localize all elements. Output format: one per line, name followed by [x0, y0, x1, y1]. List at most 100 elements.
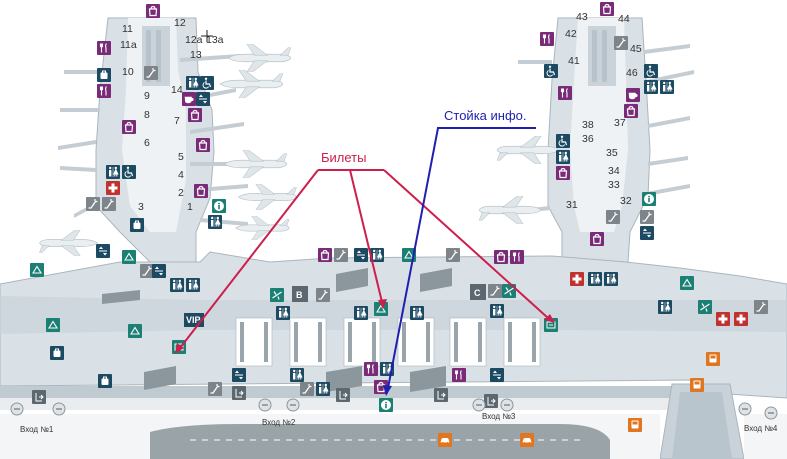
escalator-icon[interactable] [614, 36, 628, 50]
baggage-icon[interactable] [97, 68, 111, 82]
restaurant-icon[interactable] [97, 41, 111, 55]
wc-icon[interactable] [660, 80, 674, 94]
entrance-door-icon[interactable] [286, 398, 300, 412]
green-service-icon[interactable] [128, 324, 142, 338]
escalator-icon[interactable] [316, 288, 330, 302]
green-service-icon[interactable] [122, 250, 136, 264]
shop-icon[interactable] [590, 232, 604, 246]
green-service-icon[interactable] [680, 276, 694, 290]
wc-icon[interactable] [490, 304, 504, 318]
entrance-door-icon[interactable] [738, 402, 752, 416]
cafe-icon[interactable] [626, 88, 640, 102]
elevator-icon[interactable] [354, 248, 368, 262]
escalator-icon[interactable] [488, 284, 502, 298]
entrance-4-label[interactable]: Вход №4 [744, 424, 778, 433]
first-aid-icon[interactable] [734, 312, 748, 326]
bus-icon[interactable] [706, 352, 720, 366]
restaurant-icon[interactable] [452, 368, 466, 382]
disabled-icon[interactable] [556, 134, 570, 148]
entrance-door-icon[interactable] [764, 406, 778, 420]
wc-icon[interactable] [556, 150, 570, 164]
bus-icon[interactable] [690, 378, 704, 392]
taxi-icon[interactable] [520, 433, 534, 447]
exit-icon[interactable] [434, 388, 448, 402]
wc-icon[interactable] [354, 306, 368, 320]
restaurant-icon[interactable] [558, 86, 572, 100]
exit-icon[interactable] [336, 388, 350, 402]
first-aid-icon[interactable] [106, 181, 120, 195]
poi-concourse[interactable]: B C VIP [30, 248, 768, 447]
wc-icon[interactable] [604, 272, 618, 286]
bus-icon[interactable] [628, 418, 642, 432]
wc-icon[interactable] [186, 76, 200, 90]
elevator-icon[interactable] [152, 264, 166, 278]
disabled-icon[interactable] [200, 76, 214, 90]
taxi-icon[interactable] [438, 433, 452, 447]
exit-icon[interactable] [232, 386, 246, 400]
info-icon[interactable] [212, 199, 226, 213]
entrance-door-icon[interactable] [52, 402, 66, 416]
departure-icon[interactable] [270, 288, 284, 302]
green-service-icon[interactable] [46, 318, 60, 332]
wc-icon[interactable] [208, 215, 222, 229]
baggage-icon[interactable] [50, 346, 64, 360]
restaurant-icon[interactable] [510, 250, 524, 264]
escalator-icon[interactable] [86, 197, 100, 211]
entrance-3-label[interactable]: Вход №3 [482, 412, 516, 421]
shop-icon[interactable] [556, 166, 570, 180]
wc-icon[interactable] [290, 368, 304, 382]
shop-icon[interactable] [146, 4, 160, 18]
wc-icon[interactable] [588, 272, 602, 286]
shop-icon[interactable] [188, 108, 202, 122]
shop-icon[interactable] [624, 104, 638, 118]
elevator-icon[interactable] [196, 92, 210, 106]
entrance-door-icon[interactable] [500, 398, 514, 412]
disabled-icon[interactable] [644, 64, 658, 78]
first-aid-icon[interactable] [716, 312, 730, 326]
disabled-icon[interactable] [544, 64, 558, 78]
escalator-icon[interactable] [754, 300, 768, 314]
wc-icon[interactable] [316, 382, 330, 396]
shop-icon[interactable] [194, 184, 208, 198]
entrance-door-icon[interactable] [258, 398, 272, 412]
info-icon[interactable] [379, 398, 393, 412]
wc-icon[interactable] [644, 80, 658, 94]
baggage-icon[interactable] [98, 374, 112, 388]
wc-icon[interactable] [106, 165, 120, 179]
escalator-icon[interactable] [102, 197, 116, 211]
info-icon[interactable] [642, 192, 656, 206]
entrance-2-label[interactable]: Вход №2 [262, 418, 296, 427]
entrance-door-icon[interactable] [10, 402, 24, 416]
escalator-icon[interactable] [446, 248, 460, 262]
shop-icon[interactable] [600, 2, 614, 16]
exit-icon[interactable] [32, 390, 46, 404]
entrance-door-icon[interactable] [472, 398, 486, 412]
entrances[interactable]: Вход №1 Вход №2 Вход №3 Вход №4 [10, 398, 778, 434]
green-service-icon[interactable] [30, 263, 44, 277]
escalator-icon[interactable] [144, 66, 158, 80]
wc-icon[interactable] [658, 300, 672, 314]
wc-icon[interactable] [170, 278, 184, 292]
shop-icon[interactable] [318, 248, 332, 262]
shop-icon[interactable] [196, 138, 210, 152]
escalator-icon[interactable] [208, 382, 222, 396]
restaurant-icon[interactable] [540, 32, 554, 46]
departure-icon[interactable] [698, 300, 712, 314]
escalator-icon[interactable] [334, 248, 348, 262]
escalator-icon[interactable] [140, 264, 154, 278]
exit-icon[interactable] [484, 394, 498, 408]
escalator-icon[interactable] [300, 382, 314, 396]
elevator-icon[interactable] [232, 368, 246, 382]
wc-icon[interactable] [410, 306, 424, 320]
first-aid-icon[interactable] [570, 272, 584, 286]
disabled-icon[interactable] [122, 165, 136, 179]
elevator-icon[interactable] [640, 226, 654, 240]
entrance-1-label[interactable]: Вход №1 [20, 425, 54, 434]
shop-icon[interactable] [494, 250, 508, 264]
escalator-icon[interactable] [606, 210, 620, 224]
escalator-icon[interactable] [640, 210, 654, 224]
restaurant-icon[interactable] [97, 84, 111, 98]
wc-icon[interactable] [276, 306, 290, 320]
baggage-icon[interactable] [130, 218, 144, 232]
elevator-icon[interactable] [490, 368, 504, 382]
